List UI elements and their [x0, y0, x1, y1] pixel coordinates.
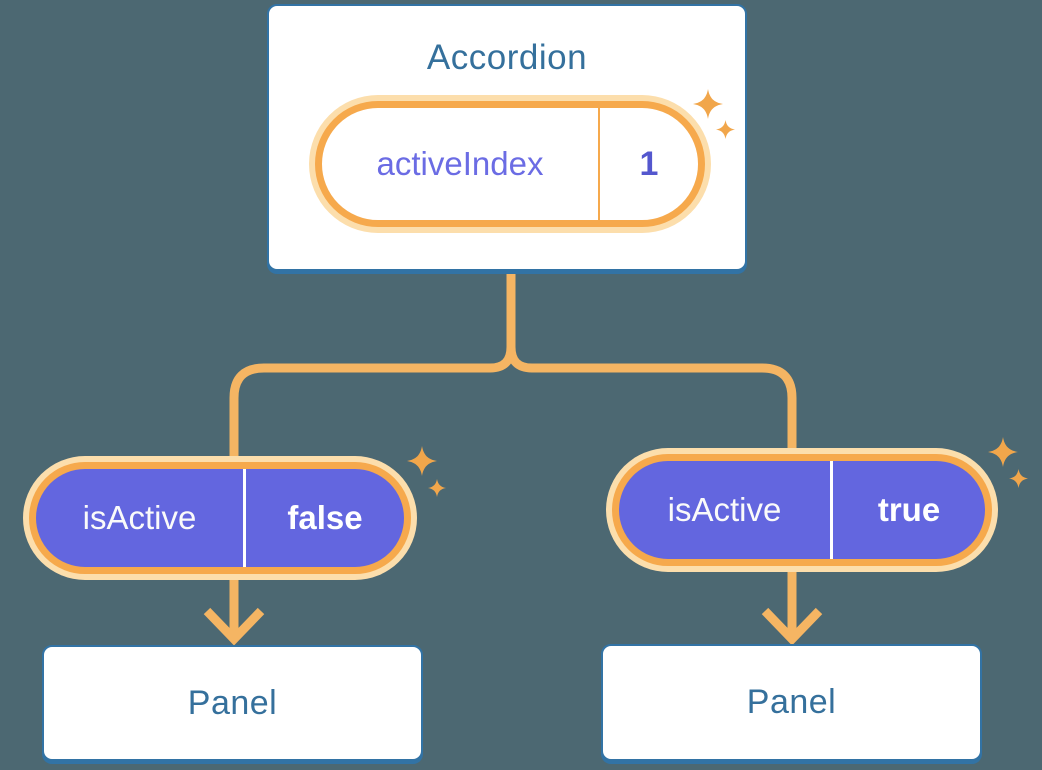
- prop-value-label: true: [877, 491, 941, 528]
- state-pill-activeindex: activeIndex 1: [315, 101, 705, 227]
- accordion-card-title: Accordion: [426, 38, 588, 77]
- pill-divider: [830, 461, 833, 559]
- prop-value-label: false: [287, 499, 363, 536]
- state-name-label: activeIndex: [376, 145, 544, 182]
- accordion-card: Accordion activeIndex 1: [267, 4, 747, 271]
- prop-name-label: isActive: [82, 499, 197, 536]
- sparkle-icon: [1009, 469, 1028, 488]
- sparkle-icon: [716, 120, 735, 139]
- panel-card-right: Panel: [601, 644, 982, 761]
- panel-title: Panel: [746, 683, 837, 721]
- arrow-left-head: [203, 607, 265, 646]
- arrow-right-head: [761, 607, 823, 646]
- prop-name-label: isActive: [667, 491, 782, 528]
- sparkle-icon: [428, 479, 446, 497]
- pill-divider: [243, 469, 246, 567]
- branch-left-line: [229, 268, 516, 463]
- prop-pill-isactive-false: isActive false: [29, 462, 411, 574]
- sparkle-icon: [693, 89, 723, 119]
- panel-title: Panel: [187, 683, 278, 722]
- branch-right-line: [506, 268, 797, 455]
- prop-pill-isactive-true: isActive true: [612, 454, 992, 566]
- sparkle-icon: [407, 446, 437, 476]
- panel-card-left: Panel: [42, 645, 423, 761]
- pill-divider: [598, 108, 600, 220]
- sparkle-icon: [988, 437, 1018, 467]
- state-value-label: 1: [639, 144, 659, 183]
